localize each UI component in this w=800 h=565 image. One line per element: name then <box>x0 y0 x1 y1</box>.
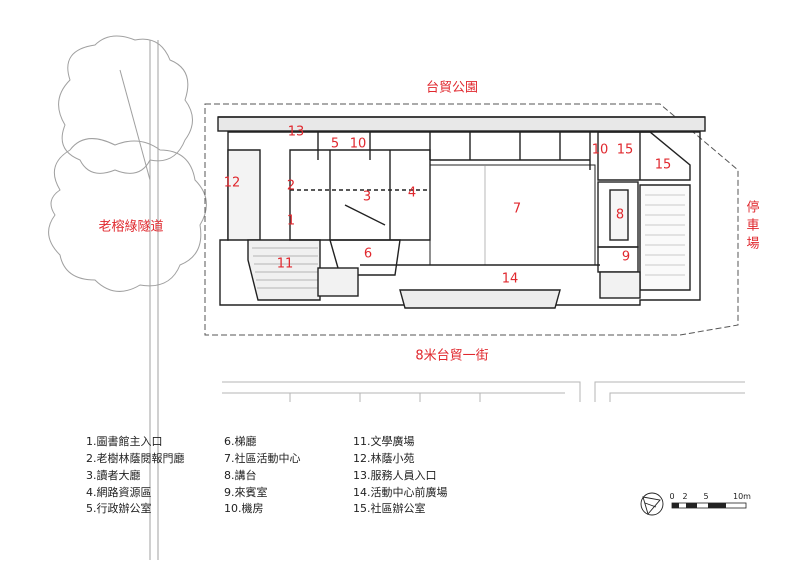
scale-tick: 5 <box>703 492 708 501</box>
room-label: 5 <box>331 137 339 152</box>
legend-item: 15.社區辦公室 <box>353 502 426 515</box>
scale-tick: 0 <box>669 492 674 501</box>
room-label: 6 <box>364 247 372 262</box>
room-label: 14 <box>502 272 519 287</box>
scale-tick: 10m <box>733 492 751 501</box>
room-label: 12 <box>224 176 241 191</box>
svg-text:車: 車 <box>746 219 759 234</box>
street-north-label: 台貿公園 <box>426 81 478 96</box>
room-label: 4 <box>408 186 416 201</box>
room-label: 10 <box>350 137 367 152</box>
room-label: 13 <box>288 125 305 140</box>
svg-text:停: 停 <box>746 200 759 216</box>
room-label: 9 <box>622 250 630 265</box>
legend-item: 2.老樹林蔭閱報門廳 <box>86 452 185 465</box>
room-label: 11 <box>277 257 294 272</box>
room-label: 10 <box>592 143 609 158</box>
tree-trunks <box>119 40 159 560</box>
room-label: 8 <box>616 208 624 223</box>
site-boundary <box>204 103 739 336</box>
south-buildings <box>222 381 745 402</box>
legend-item: 3.讀者大廳 <box>86 469 141 482</box>
room-label: 15 <box>655 158 672 173</box>
legend-item: 11.文學廣場 <box>353 435 415 448</box>
building <box>217 116 706 309</box>
room-label: 7 <box>513 202 521 217</box>
legend-item: 1.圖書館主入口 <box>86 435 163 448</box>
north-arrow-icon <box>640 492 664 516</box>
scale-tick: 2 <box>682 492 687 501</box>
legend-item: 5.行政辦公室 <box>86 502 152 515</box>
room-label: 2 <box>287 179 295 194</box>
legend-item: 8.講台 <box>224 469 257 482</box>
legend-item: 4.網路資源區 <box>86 486 152 499</box>
room-labels: 1 2 3 4 5 6 7 8 9 10 10 11 12 13 14 15 1… <box>224 125 672 287</box>
room-label: 3 <box>363 190 371 205</box>
legend-item: 6.梯廳 <box>224 435 257 448</box>
street-east-label: 停 車 場 <box>746 200 759 252</box>
street-south-label: 8米台貿一街 <box>415 349 488 364</box>
legend-item: 10.機房 <box>224 502 264 515</box>
svg-text:場: 場 <box>746 237 759 252</box>
legend-item: 7.社區活動中心 <box>224 452 301 465</box>
legend-item: 13.服務人員入口 <box>353 469 437 482</box>
scale-bar: 0 2 5 10m <box>669 492 751 509</box>
legend-item: 14.活動中心前廣場 <box>353 486 448 499</box>
legend-item: 12.林蔭小苑 <box>353 452 415 465</box>
street-west-label: 老榕綠隧道 <box>98 219 163 235</box>
room-label: 15 <box>617 143 634 158</box>
room-label: 1 <box>287 214 295 229</box>
tree-canopy <box>48 35 207 292</box>
legend-item: 9.來賓室 <box>224 486 268 499</box>
